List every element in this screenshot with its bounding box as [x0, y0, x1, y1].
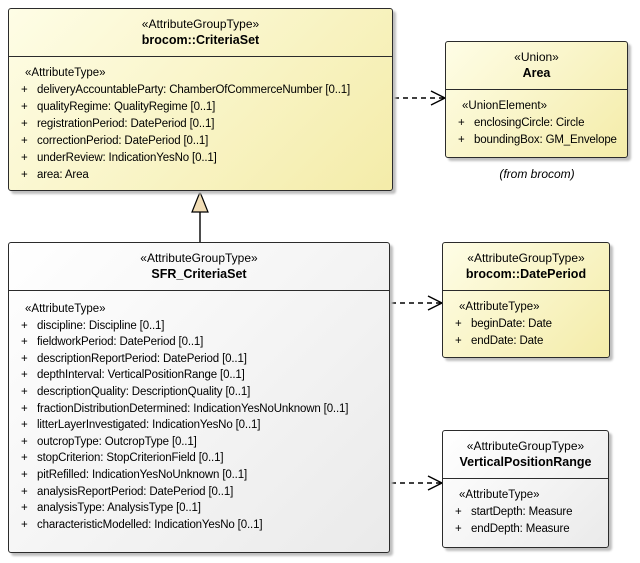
visibility-plus: + — [21, 385, 28, 398]
attribute-row: + fieldworkPeriod: DatePeriod [0..1] — [15, 334, 385, 351]
class-name: SFR_CriteriaSet — [151, 267, 247, 281]
visibility-plus: + — [21, 169, 28, 181]
visibility-plus: + — [21, 468, 28, 481]
visibility-plus: + — [21, 402, 28, 415]
visibility-plus: + — [21, 502, 28, 515]
class-name: Area — [522, 66, 551, 80]
class-box-brocom-criteriaset[interactable]: «AttributeGroupType» brocom::CriteriaSet… — [8, 8, 393, 191]
attribute-row: + analysisType: AnalysisType [0..1] — [15, 500, 385, 517]
attribute-row: + registrationPeriod: DatePeriod [0..1] — [15, 116, 388, 133]
attribute-row: + fractionDistributionDetermined: Indica… — [15, 401, 385, 418]
attribute-row: + correctionPeriod: DatePeriod [0..1] — [15, 133, 388, 150]
section-label: «AttributeType» — [25, 303, 106, 315]
attribute-row: + endDepth: Measure — [449, 521, 604, 538]
stereotype-label: «AttributeGroupType» — [467, 251, 585, 265]
visibility-plus: + — [21, 452, 28, 465]
attribute-row: + depthInterval: VerticalPositionRange [… — [15, 367, 385, 384]
stereotype-label: «Union» — [514, 50, 559, 64]
section-label: «UnionElement» — [462, 100, 548, 112]
stereotype-label: «AttributeGroupType» — [466, 439, 585, 453]
visibility-plus: + — [21, 419, 28, 432]
stereotype-label: «AttributeGroupType» — [141, 17, 260, 31]
attribute-compartment: «AttributeType» + beginDate: Date + endD… — [443, 291, 609, 354]
attribute-row: + deliveryAccountableParty: ChamberOfCom… — [15, 82, 388, 99]
visibility-plus: + — [455, 318, 462, 330]
visibility-plus: + — [21, 135, 28, 147]
visibility-plus: + — [455, 335, 462, 347]
class-header: «AttributeGroupType» brocom::DatePeriod — [443, 243, 609, 291]
class-header: «AttributeGroupType» VerticalPositionRan… — [443, 431, 608, 479]
attribute-row: + stopCriterion: StopCriterionField [0..… — [15, 450, 385, 467]
visibility-plus: + — [21, 435, 28, 448]
attribute-row: + enclosingCircle: Circle — [452, 115, 623, 132]
class-name: VerticalPositionRange — [459, 455, 592, 469]
visibility-plus: + — [21, 369, 28, 382]
visibility-plus: + — [21, 352, 28, 365]
generalization-arrow[interactable] — [191, 190, 209, 243]
stereotype-label: «AttributeGroupType» — [140, 251, 258, 265]
attribute-compartment: «UnionElement» + enclosingCircle: Circle… — [446, 90, 627, 153]
visibility-plus: + — [455, 506, 462, 518]
attribute-row: + endDate: Date — [449, 333, 605, 350]
visibility-plus: + — [21, 319, 28, 332]
attribute-row: + descriptionReportPeriod: DatePeriod [0… — [15, 351, 385, 368]
attribute-row: + analysisReportPeriod: DatePeriod [0..1… — [15, 484, 385, 501]
class-box-brocom-dateperiod[interactable]: «AttributeGroupType» brocom::DatePeriod … — [442, 242, 610, 358]
visibility-plus: + — [21, 152, 28, 164]
attribute-row: + outcropType: OutcropType [0..1] — [15, 434, 385, 451]
class-header: «AttributeGroupType» SFR_CriteriaSet — [9, 243, 389, 291]
class-box-sfr-criteriaset[interactable]: «AttributeGroupType» SFR_CriteriaSet «At… — [8, 242, 390, 553]
visibility-plus: + — [458, 117, 465, 129]
class-box-verticalpositionrange[interactable]: «AttributeGroupType» VerticalPositionRan… — [442, 430, 609, 548]
dependency-arrow-dateperiod[interactable] — [391, 295, 444, 311]
class-name: brocom::DatePeriod — [465, 267, 587, 281]
dependency-arrow-verticalpositionrange[interactable] — [391, 475, 444, 491]
visibility-plus: + — [21, 84, 28, 96]
section-label: «AttributeType» — [25, 67, 106, 79]
section-label: «AttributeType» — [459, 489, 540, 501]
class-name: brocom::CriteriaSet — [141, 33, 260, 47]
visibility-plus: + — [458, 134, 465, 146]
class-box-area[interactable]: «Union» Area «UnionElement» + enclosingC… — [445, 41, 628, 158]
generalization-triangle-icon — [191, 190, 209, 213]
attribute-row: + qualityRegime: QualityRegime [0..1] — [15, 99, 388, 116]
visibility-plus: + — [21, 101, 28, 113]
section-label: «AttributeType» — [459, 301, 540, 313]
class-header: «AttributeGroupType» brocom::CriteriaSet — [9, 9, 392, 57]
attribute-row: + underReview: IndicationYesNo [0..1] — [15, 150, 388, 167]
attribute-row: + beginDate: Date — [449, 316, 605, 333]
visibility-plus: + — [21, 485, 28, 498]
visibility-plus: + — [455, 523, 462, 535]
attribute-row: + descriptionQuality: DescriptionQuality… — [15, 384, 385, 401]
attribute-row: + pitRefilled: IndicationYesNoUnknown [0… — [15, 467, 385, 484]
class-header: «Union» Area — [446, 42, 627, 90]
dependency-arrow-area[interactable] — [394, 90, 447, 106]
attribute-row: + litterLayerInvestigated: IndicationYes… — [15, 417, 385, 434]
attribute-row: + discipline: Discipline [0..1] — [15, 318, 385, 335]
visibility-plus: + — [21, 118, 28, 130]
visibility-plus: + — [21, 518, 28, 531]
attribute-row: + startDepth: Measure — [449, 504, 604, 521]
attribute-compartment: «AttributeType» + deliveryAccountablePar… — [9, 57, 392, 188]
attribute-row: + boundingBox: GM_Envelope — [452, 132, 623, 149]
attribute-row: + area: Area — [15, 167, 388, 184]
attribute-row: + characteristicModelled: IndicationYesN… — [15, 517, 385, 534]
attribute-compartment: «AttributeType» + startDepth: Measure + … — [443, 479, 608, 542]
from-package-caption: (from brocom) — [499, 167, 575, 181]
visibility-plus: + — [21, 336, 28, 349]
attribute-compartment: «AttributeType» + discipline: Discipline… — [9, 291, 389, 537]
